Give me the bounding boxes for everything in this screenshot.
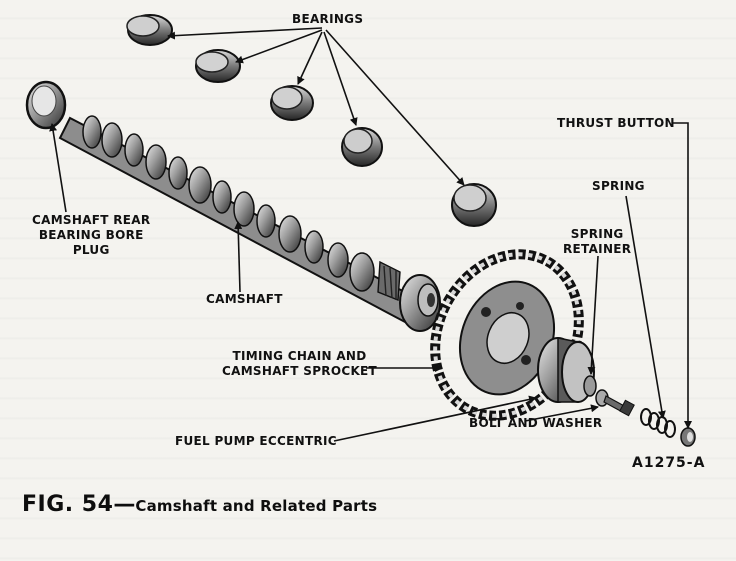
spring-retainer	[583, 375, 597, 397]
label-timing-chain: TIMING CHAIN AND CAMSHAFT SPROCKET	[222, 349, 377, 379]
label-spring-retainer-line1: SPRING	[570, 227, 624, 241]
label-spring: SPRING	[592, 179, 645, 193]
caption-figure-number: FIG. 54	[22, 492, 114, 517]
figure-caption: FIG. 54—Camshaft and Related Parts	[22, 492, 377, 517]
bolt-and-washer	[595, 389, 635, 417]
fuel-pump-eccentric	[537, 337, 595, 403]
label-fuel-pump-eccentric: FUEL PUMP ECCENTRIC	[175, 434, 337, 448]
thrust-button	[680, 427, 696, 447]
label-thrust-button: THRUST BUTTON	[557, 116, 675, 130]
leader-lines	[49, 27, 692, 442]
label-plug-line2: BEARING BORE	[38, 228, 144, 242]
label-timing-line2: CAMSHAFT SPROCKET	[222, 364, 378, 378]
label-camshaft-rear-plug: CAMSHAFT REAR BEARING BORE PLUG	[32, 213, 150, 258]
bearing-shell	[195, 49, 241, 83]
spring	[640, 408, 676, 438]
label-spring-retainer: SPRING RETAINER	[563, 227, 631, 257]
label-plug-line1: CAMSHAFT REAR	[32, 213, 151, 227]
label-spring-retainer-line2: RETAINER	[563, 242, 632, 256]
bearing-shell	[451, 183, 497, 227]
label-camshaft: CAMSHAFT	[206, 292, 283, 306]
caption-dash: —	[113, 492, 136, 517]
bearing-shell	[341, 127, 383, 167]
label-bolt-and-washer: BOLT AND WASHER	[469, 416, 603, 430]
timing-chain-sprocket	[430, 249, 584, 421]
camshaft-body	[58, 115, 441, 332]
rear-bore-plug	[25, 80, 67, 130]
caption-title: Camshaft and Related Parts	[135, 497, 378, 515]
label-bearings: BEARINGS	[292, 12, 364, 26]
bearing-shell	[126, 14, 173, 46]
label-plug-line3: PLUG	[72, 243, 110, 257]
bearing-shell	[270, 85, 314, 121]
label-timing-line1: TIMING CHAIN AND	[232, 349, 367, 363]
reference-code: A1275-A	[632, 455, 706, 471]
